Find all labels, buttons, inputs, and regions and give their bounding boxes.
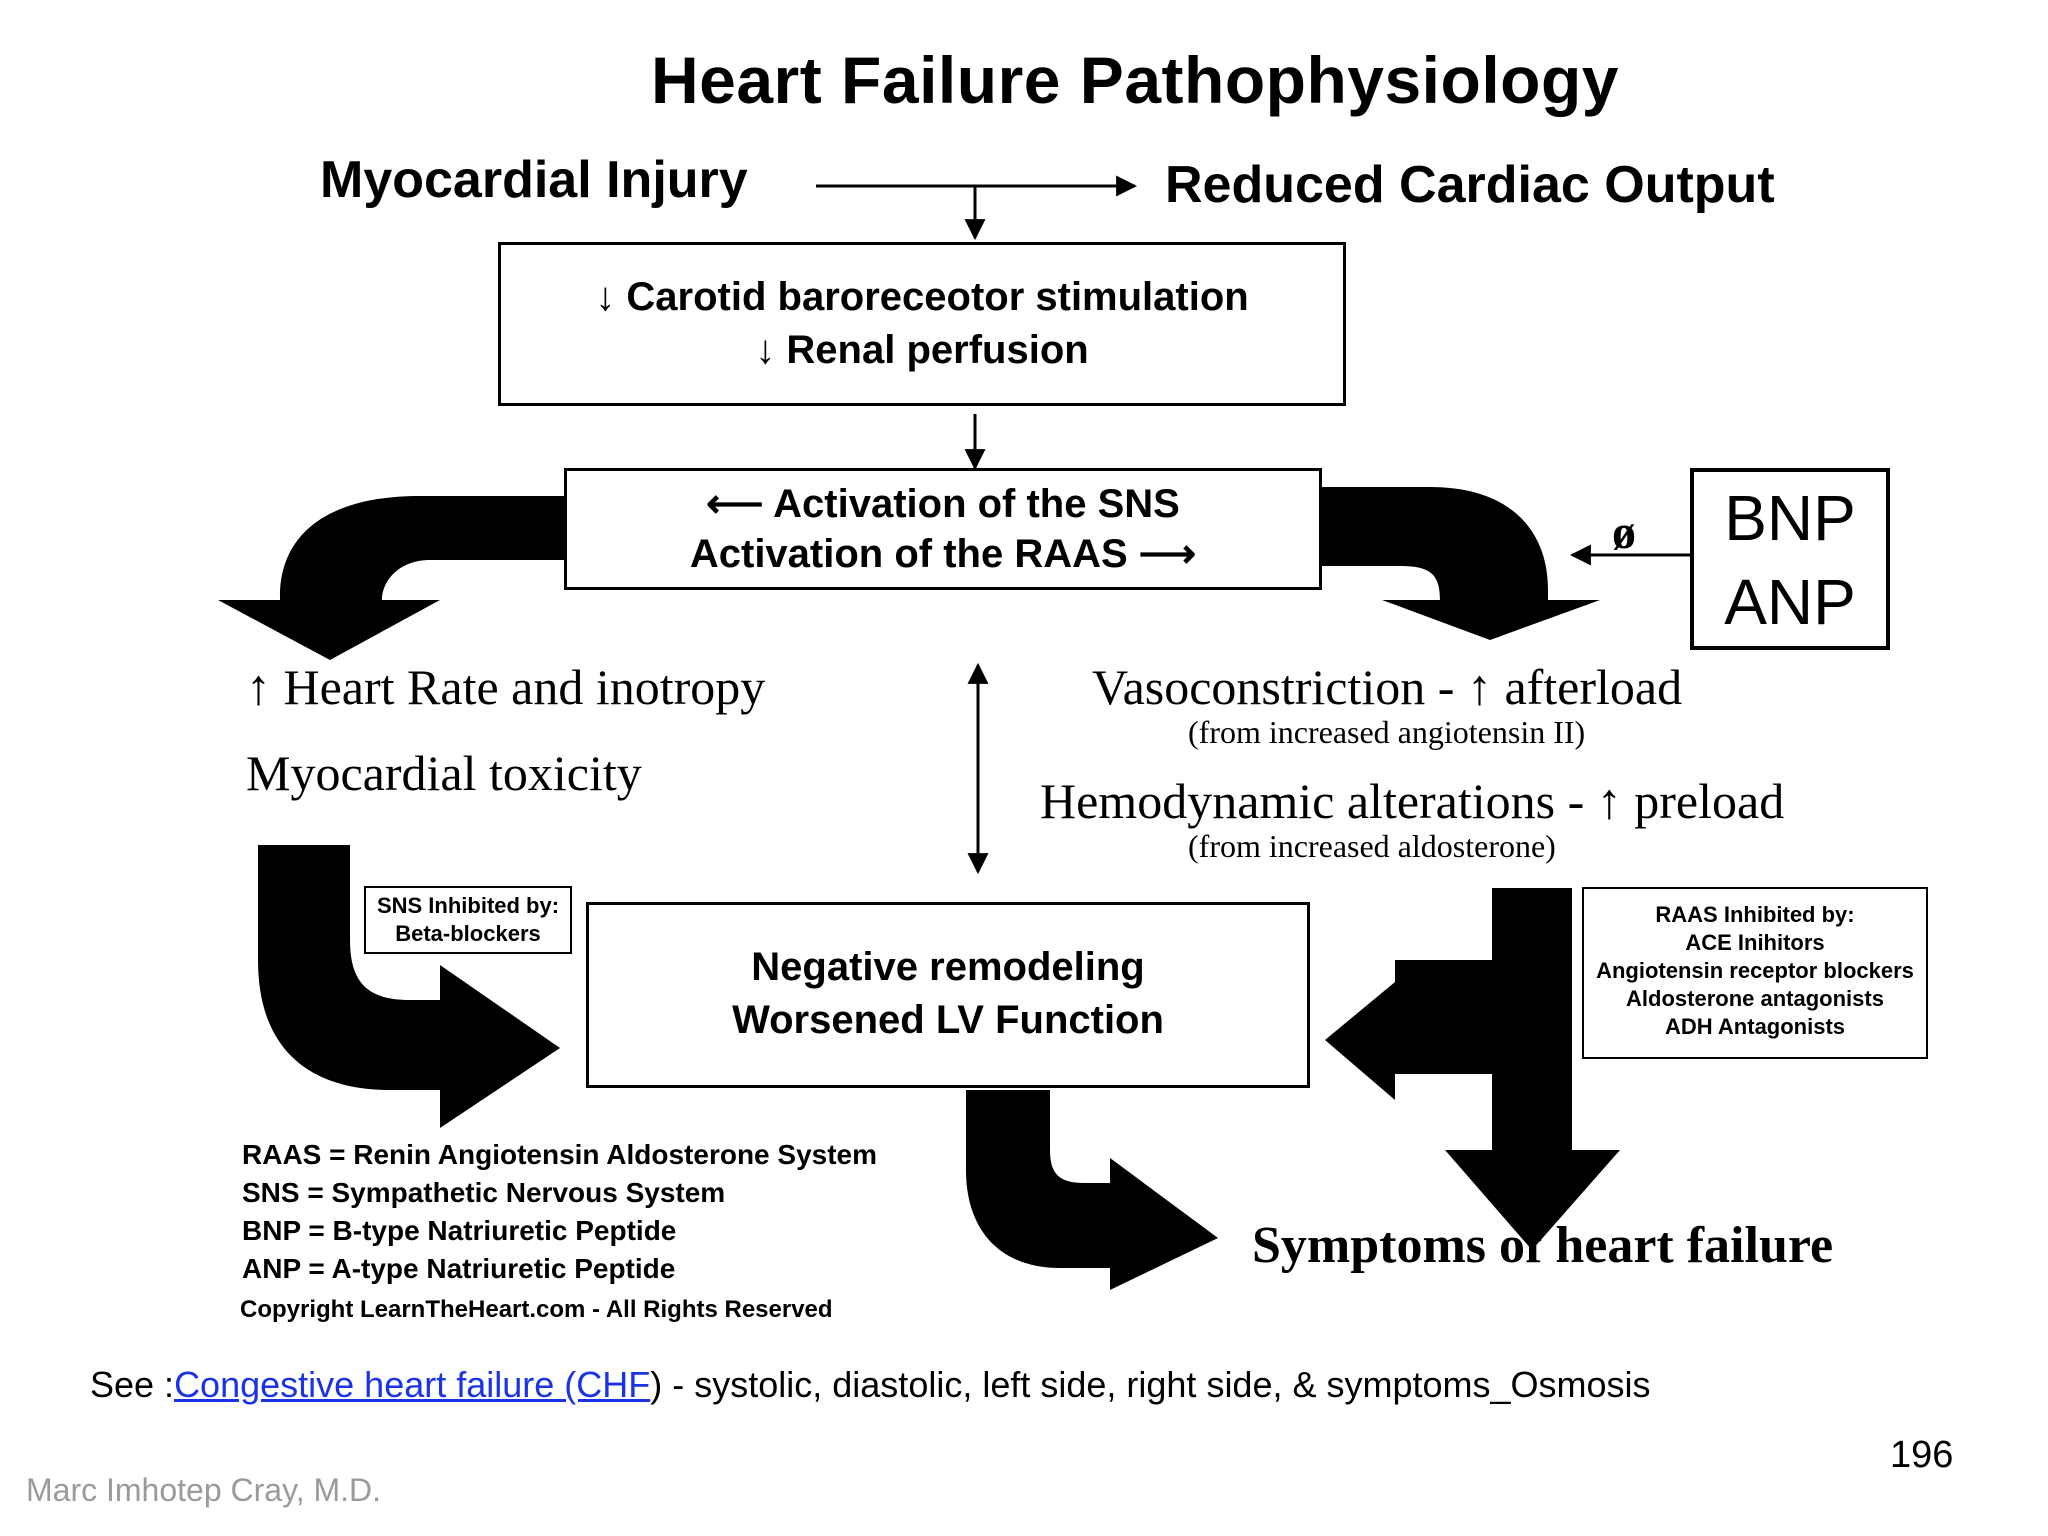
- down-arrow-icon: ↓: [755, 328, 776, 372]
- symptoms-label: Symptoms of heart failure: [1252, 1217, 1834, 1274]
- sns-inhibit-box: SNS Inhibited by: Beta-blockers: [364, 886, 572, 954]
- author-credit: Marc Imhotep Cray, M.D.: [26, 1472, 382, 1508]
- vasoconstriction-line: Vasoconstriction - ↑ afterload: [1092, 659, 1683, 715]
- raas-inhibit-adh: ADH Antagonists: [1664, 1014, 1846, 1039]
- raas-curved-arrow: [1322, 487, 1600, 640]
- chf-video-link[interactable]: Congestive heart failure (CHF: [174, 1364, 651, 1405]
- sns-curved-arrow: [218, 496, 566, 660]
- reference-line: See :Congestive heart failure (CHF) - sy…: [90, 1364, 1651, 1405]
- renal-line: ↓ Renal perfusion: [755, 328, 1089, 372]
- lv-function-line: Worsened LV Function: [732, 998, 1164, 1042]
- toxicity-line: Myocardial toxicity: [246, 745, 642, 801]
- heart-rate-line: ↑ Heart Rate and inotropy: [246, 659, 766, 715]
- anp-label: ANP: [1724, 566, 1856, 638]
- up-arrow-icon: ↑: [246, 659, 271, 715]
- down-arrow-icon: ↓: [595, 275, 616, 319]
- hemodynamic-line: Hemodynamic alterations - ↑ preload: [1040, 773, 1785, 829]
- raas-inhibit-arb: Angiotensin receptor blockers: [1596, 958, 1914, 983]
- reduced-output-label: Reduced Cardiac Output: [1165, 156, 1775, 214]
- right-down-arrow-shaft: [1492, 888, 1572, 1153]
- hemo-source: (from increased aldosterone): [1188, 828, 1556, 864]
- activation-box: ⟵ Activation of the SNS Activation of th…: [564, 468, 1322, 590]
- baroreceptor-box: ↓ Carotid baroreceotor stimulation ↓ Ren…: [498, 242, 1346, 406]
- right-arrow-icon: ⟶: [1138, 532, 1197, 576]
- raas-inhibit-aldo: Aldosterone antagonists: [1626, 986, 1884, 1011]
- myocardial-injury-label: Myocardial Injury: [320, 151, 748, 209]
- left-arrow-icon: ⟵: [706, 482, 764, 526]
- up-arrow-icon: ↑: [1596, 773, 1622, 829]
- baroreceptor-line: ↓ Carotid baroreceotor stimulation: [595, 275, 1249, 319]
- raas-activation-line: Activation of the RAAS ⟶: [689, 532, 1197, 576]
- right-to-remodel-arrow: [1325, 960, 1492, 1100]
- sns-inhibit-drug: Beta-blockers: [395, 921, 541, 946]
- remodeling-box: Negative remodeling Worsened LV Function: [586, 902, 1310, 1088]
- legend-raas: RAAS = Renin Angiotensin Aldosterone Sys…: [242, 1139, 878, 1170]
- legend-bnp: BNP = B-type Natriuretic Peptide: [242, 1215, 677, 1246]
- page-number: 196: [1890, 1434, 1954, 1476]
- raas-inhibit-title: RAAS Inhibited by:: [1655, 902, 1855, 927]
- page-title: Heart Failure Pathophysiology: [650, 43, 1620, 117]
- legend-sns: SNS = Sympathetic Nervous System: [242, 1177, 726, 1208]
- bnp-label: BNP: [1724, 482, 1856, 554]
- abbreviation-legend: RAAS = Renin Angiotensin Aldosterone Sys…: [242, 1136, 877, 1288]
- sns-inhibit-title: SNS Inhibited by:: [376, 893, 560, 918]
- right-down-arrow-head: [1445, 1150, 1620, 1250]
- remodeling-line: Negative remodeling: [751, 945, 1145, 989]
- left-to-remodel-arrow: [258, 845, 560, 1128]
- sns-activation-line: ⟵ Activation of the SNS: [706, 482, 1180, 526]
- raas-inhibit-ace: ACE Inihitors: [1685, 930, 1825, 955]
- vaso-source: (from increased angiotensin II): [1188, 714, 1586, 750]
- remodel-to-symptoms-arrow: [966, 1090, 1218, 1290]
- copyright-text: Copyright LearnTheHeart.com - All Rights…: [240, 1296, 833, 1323]
- inhibit-symbol: ø: [1612, 506, 1636, 559]
- legend-anp: ANP = A-type Natriuretic Peptide: [242, 1253, 676, 1284]
- bnp-anp-box: BNP ANP: [1690, 468, 1890, 650]
- up-arrow-icon: ↑: [1466, 659, 1492, 715]
- raas-inhibit-box: RAAS Inhibited by: ACE Inihitors Angiote…: [1582, 887, 1928, 1059]
